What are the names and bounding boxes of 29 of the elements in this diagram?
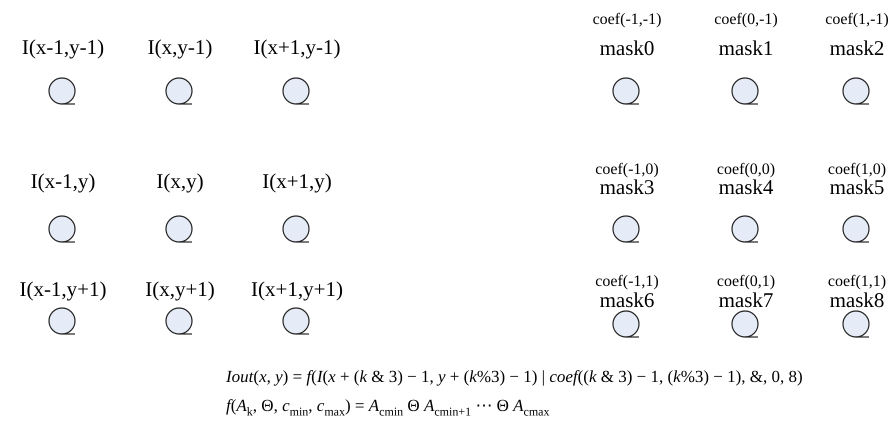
mask-label: mask3 xyxy=(600,177,654,198)
coefficient-label: coef(0,1) xyxy=(716,274,776,290)
pixel-label: I(x-1,y) xyxy=(30,171,96,192)
formula: f(A$_{k}$, Θ, c$_{min}$, c$_{max}$) = A$_{cmin}$ Θ A$_{cmin+1}$ ⋯ Θ A$_{cmax}$ xyxy=(226,396,550,419)
pixel-label: I(x+1,y) xyxy=(261,171,333,192)
pixel-label: I(x,y+1) xyxy=(144,279,216,300)
coefficient-label: coef(0,-1) xyxy=(713,12,779,28)
coefficient-label: coef(-1,1) xyxy=(594,274,660,290)
formula: Iout(x, y) = f(I(x + (k & 3) − 1, y + (k%3) − 1) | coef((k & 3) − 1, (k%3) − 1), &, 0, 8) xyxy=(226,367,803,388)
mask-label: mask6 xyxy=(600,290,654,311)
coefficient-label: coef(0,0) xyxy=(716,162,776,178)
pixel-label: I(x+1,y-1) xyxy=(252,37,342,58)
mask-label: mask2 xyxy=(828,38,886,59)
pixel-label: I(x,y-1) xyxy=(146,37,214,58)
mask-label: mask1 xyxy=(718,38,774,59)
coefficient-label: coef(1,-1) xyxy=(824,12,890,28)
mask-label: mask8 xyxy=(830,290,884,311)
pixel-label: I(x-1,y+1) xyxy=(18,279,108,300)
coefficient-label: coef(1,1) xyxy=(826,274,888,290)
pixel-label: I(x,y) xyxy=(155,171,205,192)
pixel-label: I(x-1,y-1) xyxy=(20,37,106,58)
mask-label: mask4 xyxy=(718,177,774,198)
mask-label: mask5 xyxy=(830,177,884,198)
mask-label: mask0 xyxy=(598,38,656,59)
coefficient-label: coef(-1,-1) xyxy=(592,12,662,28)
pixel-label: I(x+1,y+1) xyxy=(250,279,344,300)
mask-label: mask7 xyxy=(718,290,774,311)
coefficient-label: coef(-1,0) xyxy=(594,162,660,178)
coefficient-label: coef(1,0) xyxy=(826,162,888,178)
